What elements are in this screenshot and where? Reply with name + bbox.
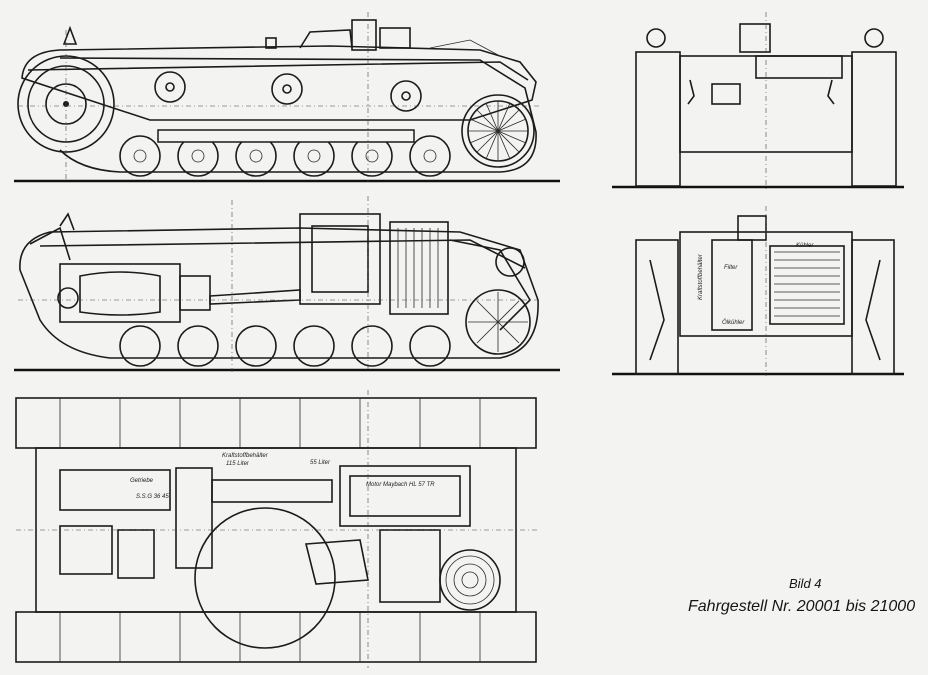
figure-title: Fahrgestell Nr. 20001 bis 21000 xyxy=(688,598,916,615)
front-view xyxy=(612,12,904,190)
annotation-gearbox: Getriebe xyxy=(130,478,154,484)
annotation-engine: Motor Maybach HL 57 TR xyxy=(366,482,435,488)
annotation-fuel-tank: Kraftstoffbehälter xyxy=(222,453,268,459)
annotation-side-tank: Kraftstoffbehälter xyxy=(698,254,704,300)
annotation-fuel-liters: 115 Liter xyxy=(226,461,249,467)
annotation-oil-liters: 55 Liter xyxy=(310,460,331,466)
side-view-section xyxy=(14,196,560,372)
plan-view xyxy=(15,390,540,668)
annotation-gearbox-type: S.S.G 36 45 xyxy=(136,494,169,500)
annotation-filter: Filter xyxy=(724,265,738,271)
figure-number: Bild 4 xyxy=(789,576,822,591)
side-view-exterior xyxy=(14,12,560,183)
annotation-radiator: Kühler xyxy=(796,243,814,249)
annotation-oil-cooler: Ölkühler xyxy=(722,320,745,326)
rear-section-view xyxy=(612,206,904,376)
